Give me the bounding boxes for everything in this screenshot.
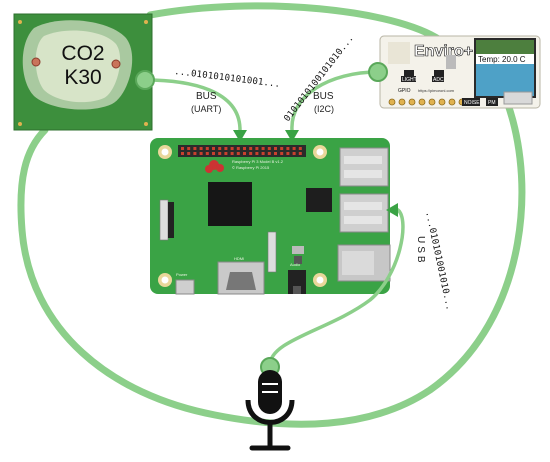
gpio-pin <box>274 147 277 150</box>
enviro-label-light: LIGHT <box>402 77 417 83</box>
gpio-pin <box>274 152 277 155</box>
gpio-pin <box>205 152 209 155</box>
usb-port-top <box>339 147 389 187</box>
usb-arrow <box>386 203 398 217</box>
gpio-pin <box>267 147 271 150</box>
gpio-pin <box>243 152 246 155</box>
pi-copyright-text: © Raspberry Pi 2015 <box>232 165 270 170</box>
gpio-pin <box>199 147 203 150</box>
i2c-label: BUS <box>313 91 334 102</box>
i2c-sublabel: (I2C) <box>314 104 334 114</box>
raspberry-pi-board: Raspberry Pi 3 Model B v1.2 © Raspberry … <box>150 138 391 295</box>
power-port: Power <box>175 272 195 295</box>
svg-text:GPIO: GPIO <box>398 88 411 94</box>
gpio-pin <box>255 147 259 150</box>
enviro-board: Enviro+ https://pimoroni.com Temp: 20.0 … <box>379 35 541 109</box>
gpio-pin <box>249 152 253 155</box>
gpio-pin <box>261 147 265 150</box>
usb-label: USB <box>415 236 426 266</box>
gpio-pin <box>255 152 259 155</box>
power-label: Power <box>176 272 188 277</box>
enviro-pad <box>418 98 426 106</box>
gpio-header <box>178 145 306 157</box>
gpio-pin <box>243 147 246 150</box>
gpio-pin <box>286 152 290 155</box>
hdmi-label: HDMI <box>234 256 244 261</box>
gpio-pin <box>187 152 191 155</box>
uart-label: BUS <box>196 91 217 102</box>
pi-brand-text: Raspberry Pi 3 Model B v1.2 <box>232 159 284 164</box>
gpio-pin <box>292 147 296 150</box>
gpio-pin <box>230 152 234 155</box>
gpio-pin <box>236 152 240 155</box>
gpio-pin <box>267 152 271 155</box>
microphone-icon <box>245 370 295 451</box>
enviro-pad <box>408 98 416 106</box>
enviro-screen-text: Temp: 20.0 C <box>478 55 526 64</box>
enviro-label-noise: NOISE <box>464 100 480 106</box>
gpio-pin <box>218 152 222 155</box>
co2-sensor-board: CO2 K30 <box>13 13 153 131</box>
raspberry-logo <box>205 160 224 173</box>
enviro-pad <box>438 98 446 106</box>
enviro-label-pm: PM <box>488 100 496 106</box>
co2-sensor-line1: CO2 <box>61 42 104 65</box>
uart-arrow <box>233 130 247 142</box>
enviro-pad <box>448 98 456 106</box>
uart-wire <box>143 78 242 132</box>
soc-chip <box>208 182 252 226</box>
uart-bits: ...0101010101001... <box>174 67 281 90</box>
gpio-pin <box>261 152 265 155</box>
co2-sensor-line2: K30 <box>64 66 101 89</box>
gpio-pin <box>181 147 184 150</box>
gpio-pin <box>286 147 290 150</box>
i2c-node <box>368 62 388 82</box>
gpio-pin <box>224 147 228 150</box>
enviro-label-adc: ADC <box>433 77 444 83</box>
i2c-wire <box>290 70 380 132</box>
uart-node <box>135 70 155 90</box>
uart-sublabel: (UART) <box>191 104 221 114</box>
sensor-ring <box>17 2 526 428</box>
gpio-pin <box>187 147 191 150</box>
enviro-label-gpio: GPIO <box>398 88 411 94</box>
hdmi-port: HDMI <box>217 256 265 295</box>
gpio-pin <box>212 152 215 155</box>
gpio-pin <box>292 152 296 155</box>
gpio-pin <box>205 147 209 150</box>
gpio-pin <box>280 152 284 155</box>
gpio-pin <box>249 147 253 150</box>
enviro-title: Enviro+ <box>414 43 473 60</box>
gpio-pin <box>193 152 197 155</box>
gpio-pin <box>212 147 215 150</box>
i2c-arrow <box>285 130 299 142</box>
usb-wire <box>268 208 405 367</box>
ethernet-port <box>337 244 391 282</box>
gpio-pin <box>280 147 284 150</box>
audio-label: Audio <box>290 262 301 267</box>
gpio-pin <box>193 147 197 150</box>
gpio-pin <box>236 147 240 150</box>
gpio-pin <box>298 152 302 155</box>
gpio-pin <box>224 152 228 155</box>
enviro-pad <box>388 98 396 106</box>
enviro-url: https://pimoroni.com <box>418 88 455 93</box>
gpio-pin <box>199 152 203 155</box>
gpio-pin <box>298 147 302 150</box>
gpio-pin <box>181 152 184 155</box>
gpio-pin <box>218 147 222 150</box>
enviro-pad <box>398 98 406 106</box>
gpio-pin <box>230 147 234 150</box>
audio-jack: Audio <box>288 262 306 294</box>
usb-port-bottom <box>339 193 389 233</box>
usb-bits: ...010101001010... <box>423 211 454 312</box>
enviro-pad <box>428 98 436 106</box>
